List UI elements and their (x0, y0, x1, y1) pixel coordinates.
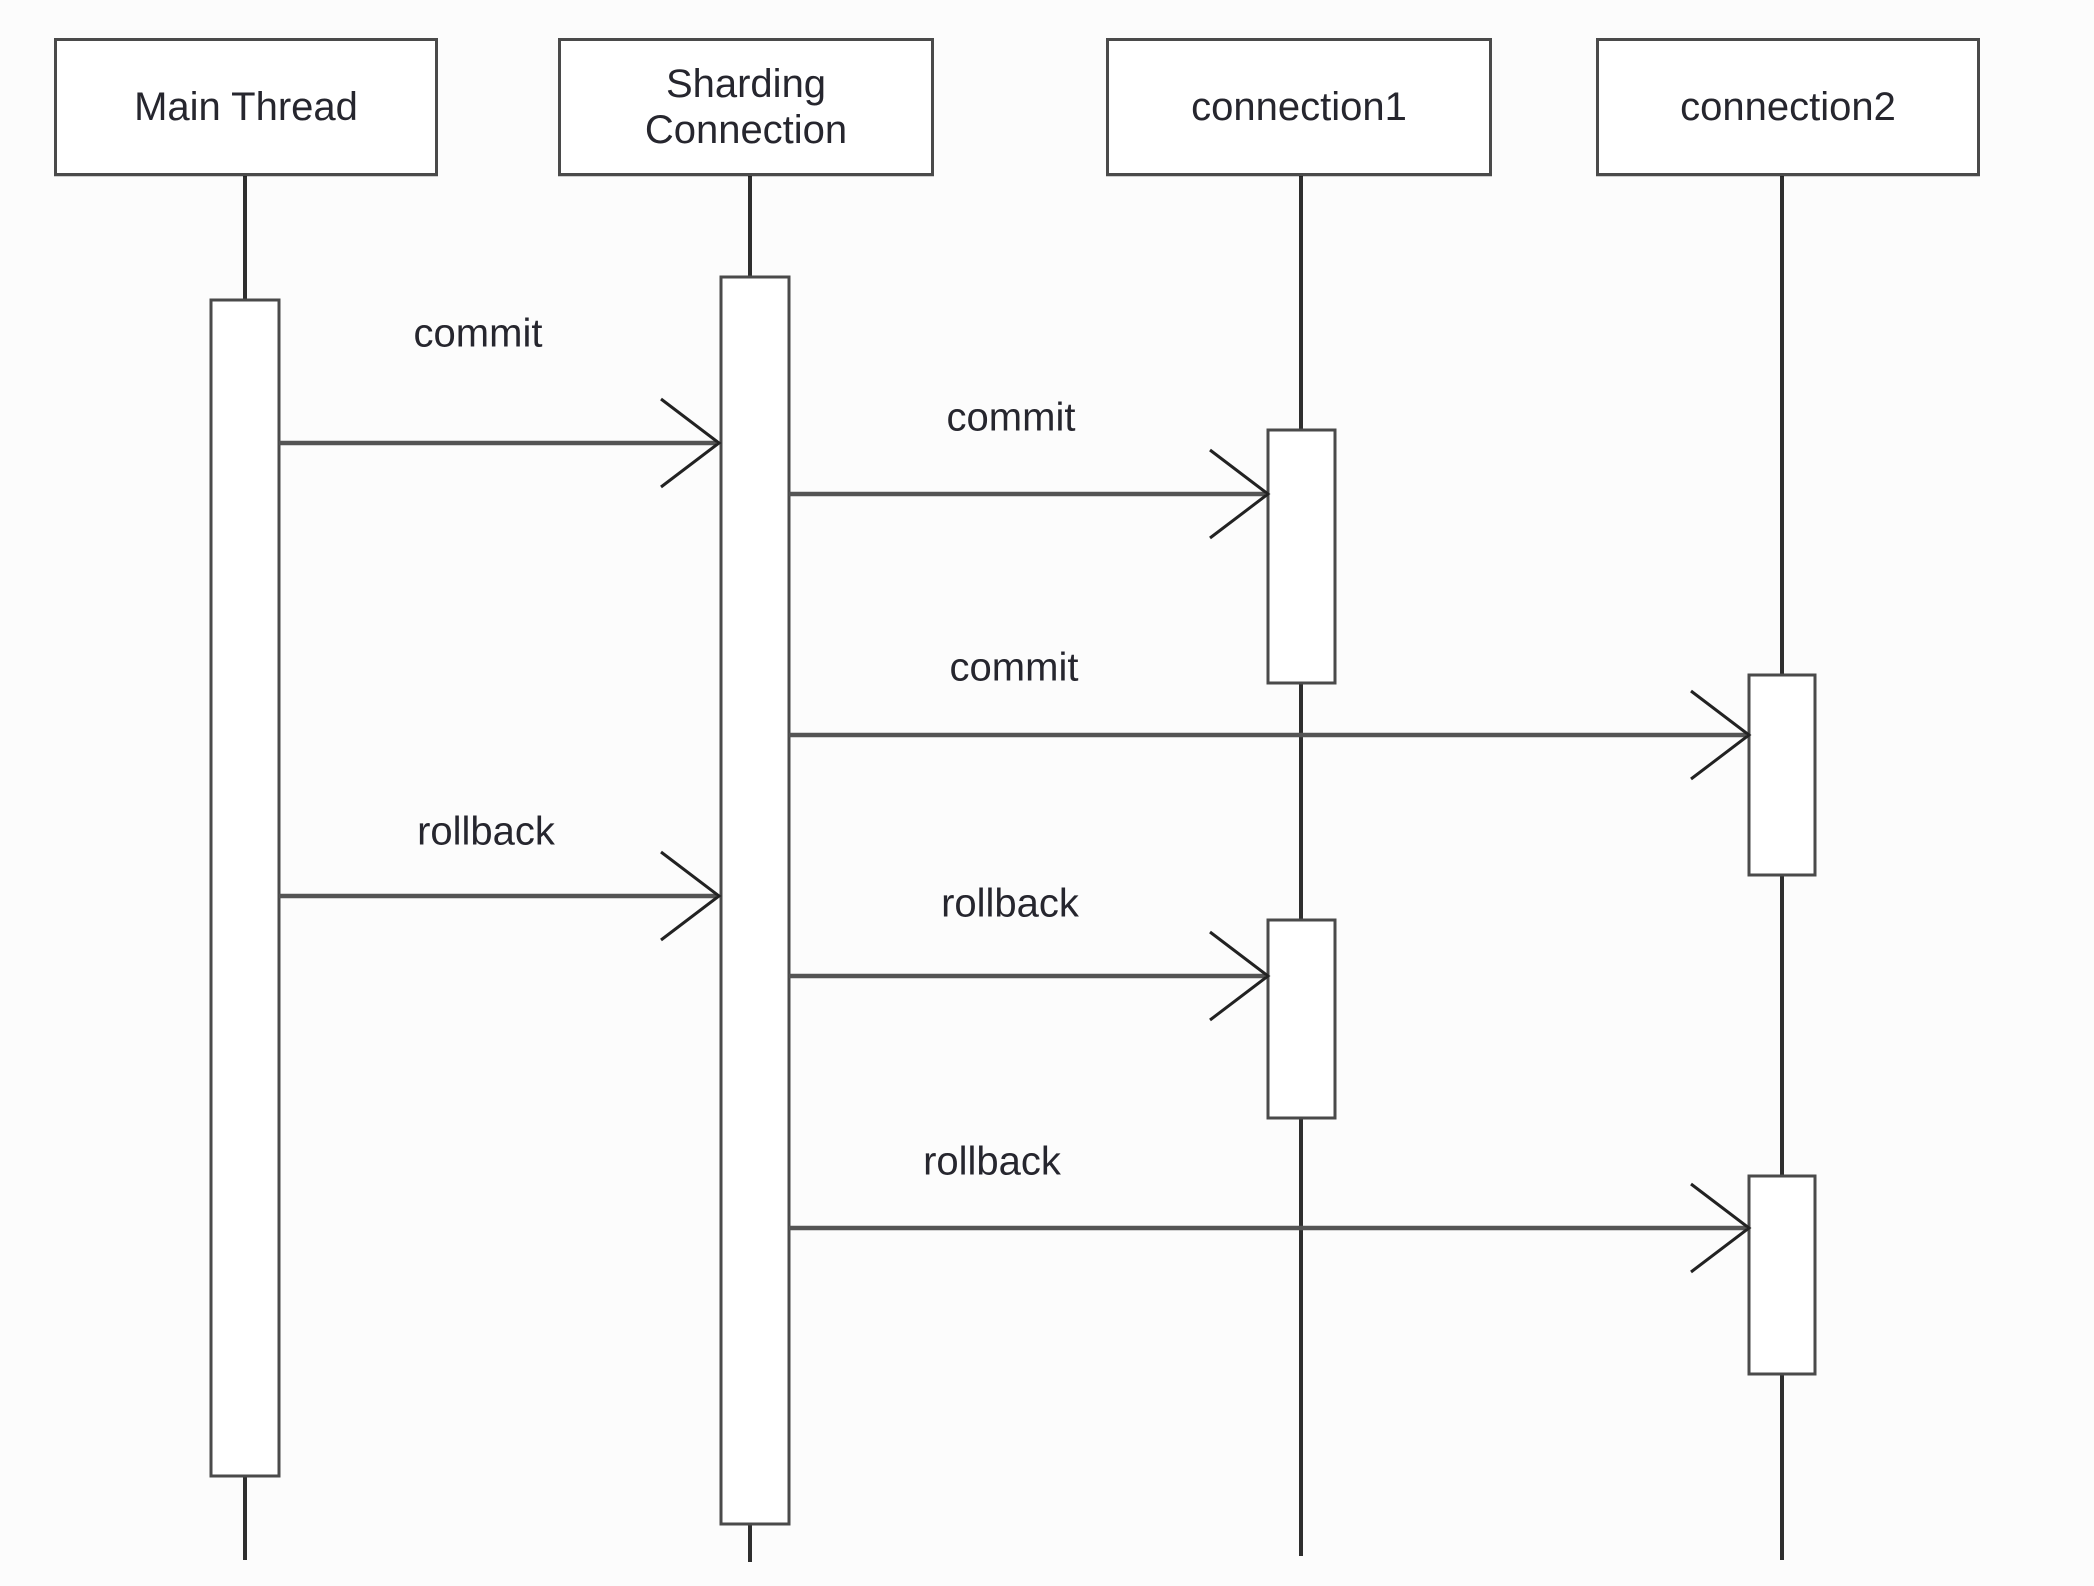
activation-connection1-commit (1266, 428, 1337, 685)
open-arrowhead-icon (1690, 1182, 1752, 1274)
message-arrow-rollback-sharding-to-connection1 (789, 930, 1271, 1022)
open-arrowhead-icon (1209, 448, 1271, 540)
message-label-rollback-2: rollback (941, 881, 1079, 926)
message-arrow-commit-sharding-to-connection1 (789, 448, 1271, 540)
message-arrow-rollback-main-to-sharding (279, 850, 722, 942)
activation-sharding-connection (719, 275, 791, 1526)
message-arrow-commit-sharding-to-connection2 (789, 689, 1752, 781)
open-arrowhead-icon (660, 397, 722, 489)
message-label-commit-2: commit (946, 395, 1076, 440)
message-arrow-commit-main-to-sharding (279, 397, 722, 489)
participant-connection2: connection2 (1596, 38, 1980, 176)
activation-connection1-rollback (1266, 918, 1337, 1120)
message-label-commit-3: commit (949, 645, 1079, 690)
activation-connection2-commit (1747, 673, 1817, 877)
open-arrowhead-icon (1690, 689, 1752, 781)
open-arrowhead-icon (660, 850, 722, 942)
activation-main-thread (209, 298, 281, 1478)
participant-sharding-connection: Sharding Connection (558, 38, 934, 176)
message-label-commit-1: commit (413, 311, 543, 356)
message-label-rollback-1: rollback (417, 809, 555, 854)
activation-connection2-rollback (1747, 1174, 1817, 1376)
participant-main-thread: Main Thread (54, 38, 438, 176)
participant-connection1: connection1 (1106, 38, 1492, 176)
open-arrowhead-icon (1209, 930, 1271, 1022)
message-label-rollback-3: rollback (923, 1139, 1061, 1184)
message-arrow-rollback-sharding-to-connection2 (789, 1182, 1752, 1274)
